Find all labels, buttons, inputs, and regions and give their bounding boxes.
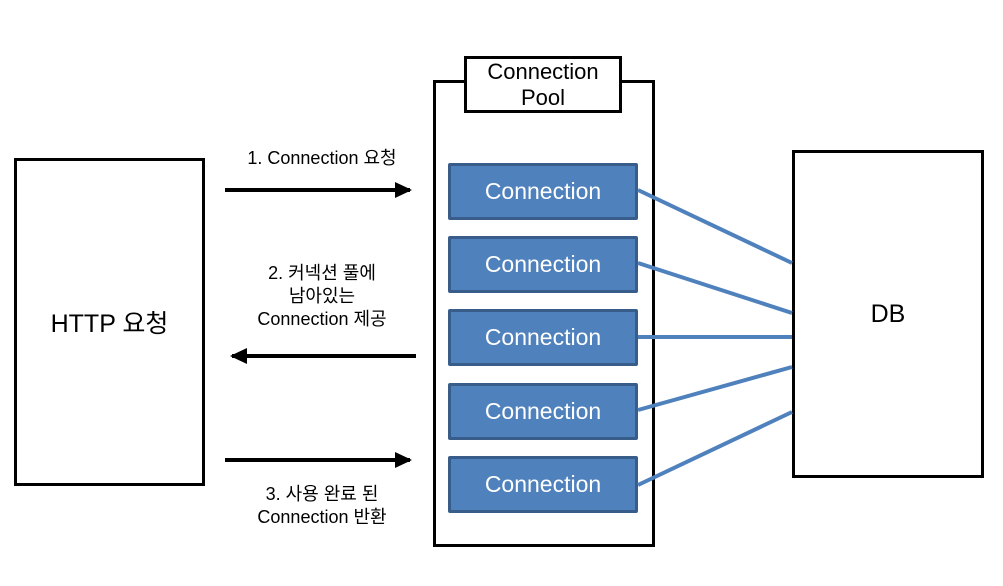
arrow-2-label-line-1: 2. 커넥션 풀에 — [268, 263, 376, 283]
http-request-box: HTTP 요청 — [14, 158, 205, 486]
connection-box-3: Connection — [448, 309, 638, 366]
link-connection-1-db — [637, 188, 793, 265]
link-connection-5-db — [637, 410, 793, 487]
arrow-2-label: 2. 커넥션 풀에 남아있는 Connection 제공 — [198, 262, 446, 331]
db-label: DB — [870, 299, 906, 328]
arrow-1-label-line-1: 1. Connection 요청 — [247, 148, 397, 168]
connection-label-5: Connection — [484, 471, 602, 497]
connection-box-4: Connection — [448, 383, 638, 440]
link-connection-4-db — [637, 365, 793, 412]
connection-label-2: Connection — [484, 251, 602, 277]
connection-box-5: Connection — [448, 456, 638, 513]
connection-box-2: Connection — [448, 236, 638, 293]
pool-title-line-2: Pool — [520, 84, 566, 110]
link-connection-2-db — [637, 261, 793, 315]
connection-pool-title-box: Connection Pool — [464, 56, 622, 113]
connection-box-1: Connection — [448, 163, 638, 220]
arrow-2-label-line-3: Connection 제공 — [257, 309, 387, 329]
pool-title-line-1: Connection — [487, 58, 599, 84]
arrow-3-label-line-1: 3. 사용 완료 된 — [265, 484, 379, 504]
arrow-1-label: 1. Connection 요청 — [208, 147, 436, 170]
connection-label-4: Connection — [484, 398, 602, 424]
arrow-2-label-line-2: 남아있는 — [288, 286, 356, 306]
connection-label-3: Connection — [484, 324, 602, 350]
http-request-label: HTTP 요청 — [50, 310, 169, 338]
db-box: DB — [792, 150, 984, 478]
connection-label-1: Connection — [484, 178, 602, 204]
arrow-3-label: 3. 사용 완료 된 Connection 반환 — [198, 483, 446, 529]
arrow-3-label-line-2: Connection 반환 — [257, 507, 387, 527]
